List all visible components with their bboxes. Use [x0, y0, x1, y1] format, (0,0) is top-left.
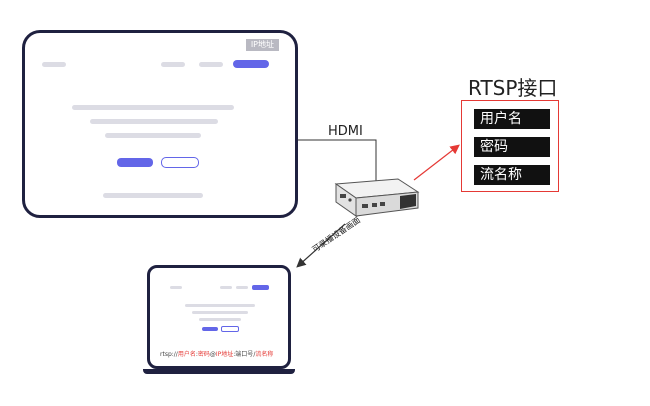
recorder-device-icon: [334, 178, 420, 217]
rtsp-parameter-box: 用户名 密码 流名称: [461, 100, 559, 192]
laptop-secondary-button: [221, 326, 239, 332]
url-at: @: [209, 351, 216, 358]
laptop-line-1: [185, 304, 255, 307]
nav-button-placeholder: [233, 60, 269, 68]
laptop-nav-1: [220, 286, 232, 289]
laptop-screen: rtsp://用户名:密码@IP地址:端口号/流名称: [147, 265, 291, 369]
content-line-3: [105, 133, 201, 138]
primary-button-placeholder: [117, 158, 153, 167]
hdmi-label: HDMI: [328, 124, 363, 139]
rtsp-stream-name: 流名称: [474, 165, 550, 185]
url-port: :端口号: [233, 351, 254, 358]
content-line-2: [90, 119, 218, 124]
laptop-line-2: [192, 311, 248, 314]
url-password: 密码: [197, 351, 210, 358]
url-slash: /: [253, 351, 256, 358]
ip-address-tag: IP地址: [245, 39, 279, 51]
nav-placeholder-1: [161, 62, 185, 67]
nav-placeholder-2: [199, 62, 223, 67]
rtsp-password: 密码: [474, 137, 550, 157]
laptop-line-3: [199, 318, 241, 321]
laptop-nav-button: [252, 285, 269, 290]
content-line-1: [72, 105, 234, 110]
url-username: 用户名: [177, 351, 196, 358]
rtsp-username: 用户名: [474, 109, 550, 129]
url-separator: :: [195, 351, 198, 358]
laptop-base: [143, 369, 295, 374]
laptop-nav-2: [236, 286, 248, 289]
laptop-nav-left: [170, 286, 182, 289]
nav-placeholder-left: [42, 62, 66, 67]
secondary-button-placeholder: [161, 157, 199, 168]
hdmi-cable: [298, 139, 377, 186]
monitor: IP地址: [22, 30, 298, 218]
stream-arrow: [296, 223, 346, 268]
rtsp-url: rtsp://用户名:密码@IP地址:端口号/流名称: [160, 349, 273, 358]
laptop-primary-button: [202, 327, 218, 331]
url-ip: IP地址: [215, 351, 234, 358]
rtsp-arrow: [413, 144, 460, 181]
footer-line: [103, 193, 203, 198]
url-stream-name: 流名称: [255, 351, 274, 358]
url-prefix: rtsp://: [160, 351, 178, 358]
rtsp-title: RTSP接口: [468, 76, 558, 100]
